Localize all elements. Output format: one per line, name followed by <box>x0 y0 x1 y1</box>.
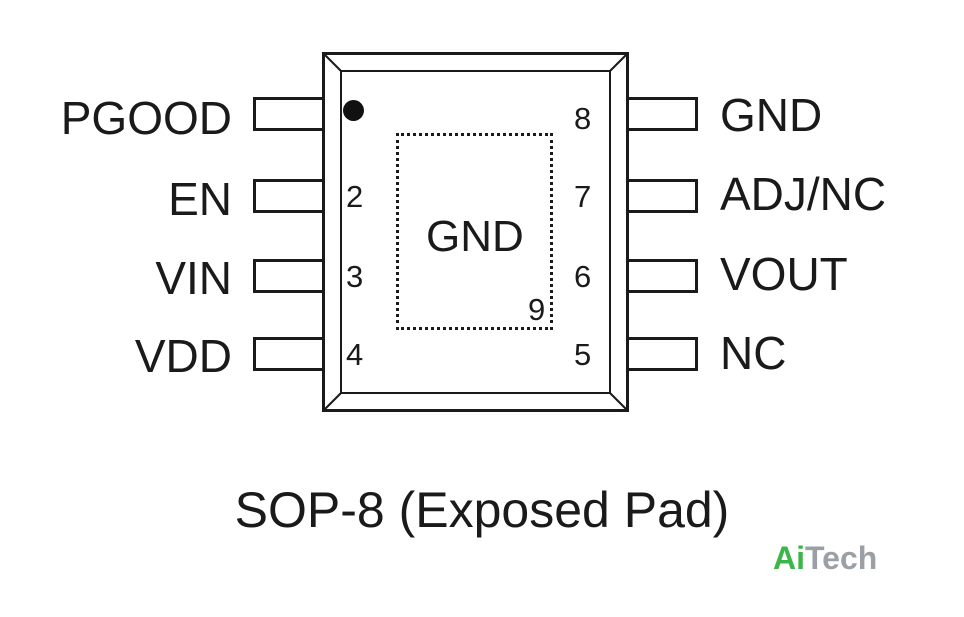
pin-number-4: 4 <box>346 337 364 372</box>
pin-2-lead <box>253 179 324 213</box>
logo-part-ai: Ai <box>773 540 805 576</box>
pin-6-lead <box>627 259 698 293</box>
pin-number-7: 7 <box>574 179 592 214</box>
pin-name-en: EN <box>168 173 232 225</box>
aitech-logo: AiTech <box>773 540 877 576</box>
pin-8-lead <box>627 97 698 131</box>
pin-4-lead <box>253 337 324 371</box>
exposed-pad-label: GND <box>426 212 524 261</box>
pin-name-nc: NC <box>720 327 787 379</box>
pin-name-pgood: PGOOD <box>60 92 232 144</box>
pin-number-3: 3 <box>346 259 364 294</box>
pin-name-gnd: GND <box>720 89 823 141</box>
pin-number-5: 5 <box>574 337 592 372</box>
pin-7-lead <box>627 179 698 213</box>
package-caption: SOP-8 (Exposed Pad) <box>234 482 730 538</box>
package-inner-outline <box>340 70 611 394</box>
pin-name-vout: VOUT <box>720 248 848 300</box>
pin-number-2: 2 <box>346 179 364 214</box>
pin-name-vdd: VDD <box>134 330 232 382</box>
package-body <box>322 52 629 412</box>
exposed-pad <box>396 133 553 330</box>
pin-name-adj-nc: ADJ/NC <box>720 168 887 220</box>
package-bevels <box>322 52 629 412</box>
logo-part-tech: Tech <box>805 540 878 576</box>
pin-number-6: 6 <box>574 259 592 294</box>
exposed-pad-number: 9 <box>528 292 546 327</box>
pin-number-8: 8 <box>574 101 592 136</box>
pin-3-lead <box>253 259 324 293</box>
pin-5-lead <box>627 337 698 371</box>
pin-1-lead <box>253 97 324 131</box>
pin-name-vin: VIN <box>155 252 232 304</box>
pin-1-indicator-dot <box>343 100 364 121</box>
